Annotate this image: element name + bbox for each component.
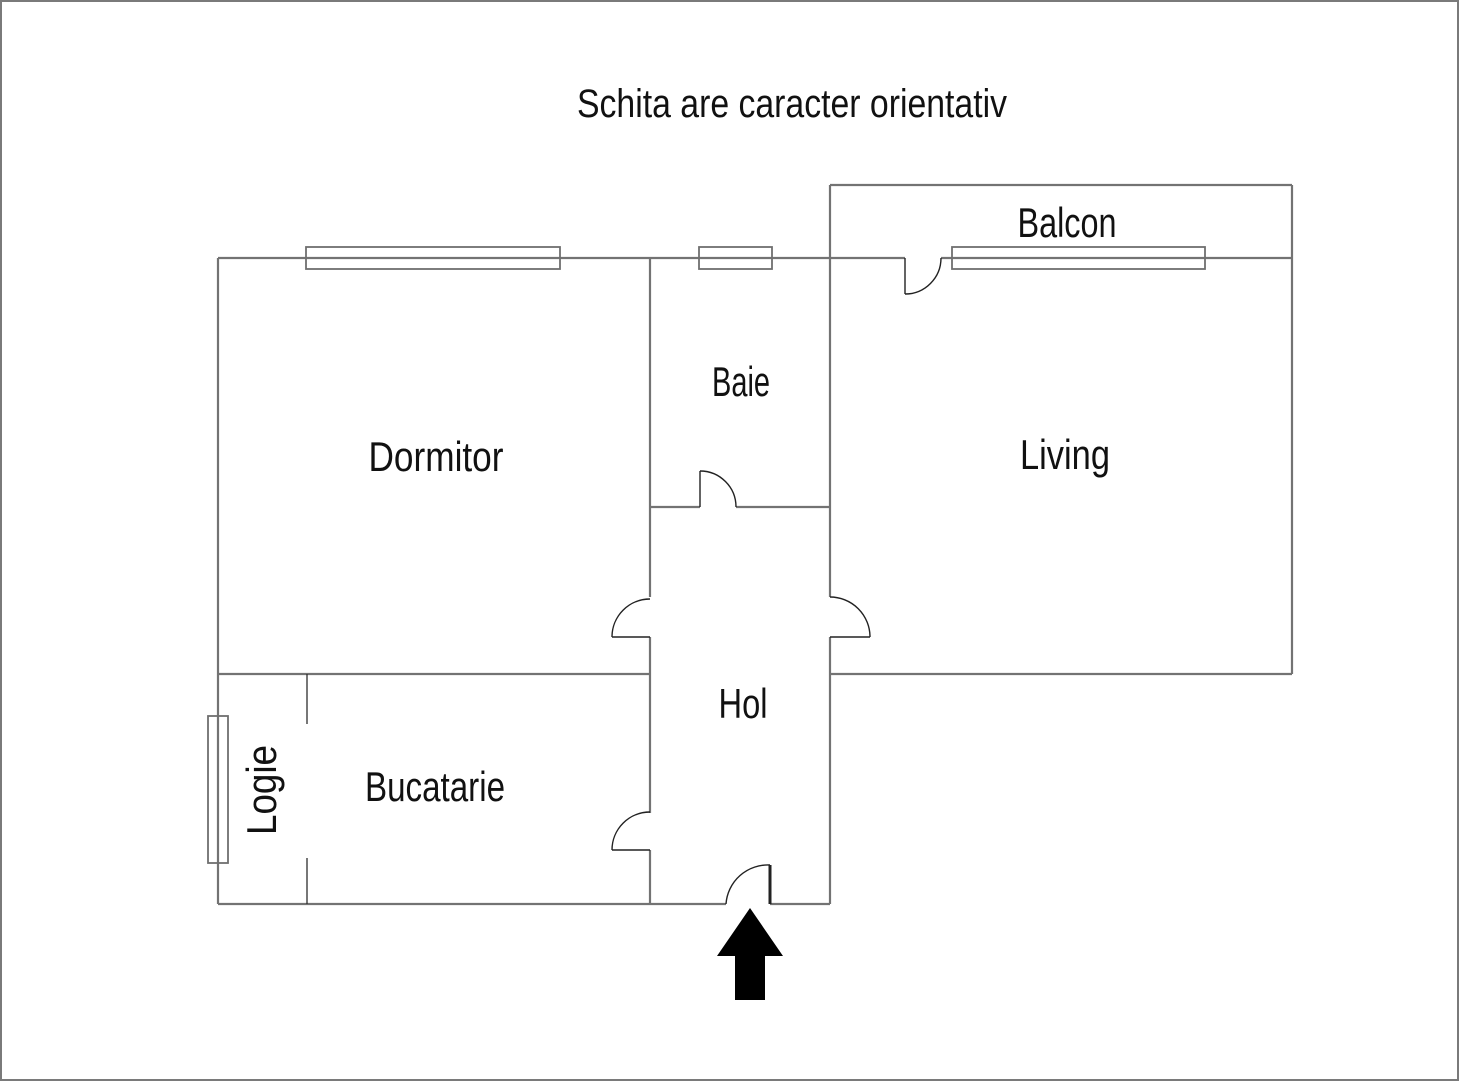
- entrance-door-swing-arc: [725, 864, 771, 905]
- room-label-living: Living: [1020, 431, 1110, 478]
- room-label-logie: Logie: [238, 745, 285, 835]
- balcon-door-swing-arc: [904, 257, 942, 295]
- plan-title: Schita are caracter orientativ: [577, 82, 1007, 126]
- room-label-balcon: Balcon: [1018, 199, 1117, 246]
- living-door-swing-arc: [829, 596, 871, 638]
- window-marker: [698, 246, 773, 270]
- window-marker: [951, 246, 1206, 270]
- dormitor-door-swing-arc: [611, 598, 651, 638]
- bucatarie-door-swing-arc: [611, 811, 651, 851]
- room-label-dormitor: Dormitor: [369, 433, 504, 480]
- entrance-arrow-icon: [717, 908, 783, 1000]
- room-label-hol: Hol: [719, 680, 768, 727]
- window-marker: [305, 246, 561, 270]
- room-label-baie: Baie: [712, 358, 770, 405]
- room-label-bucatarie: Bucatarie: [365, 763, 505, 810]
- baie-door-swing-arc: [699, 470, 737, 508]
- window-marker: [207, 715, 229, 864]
